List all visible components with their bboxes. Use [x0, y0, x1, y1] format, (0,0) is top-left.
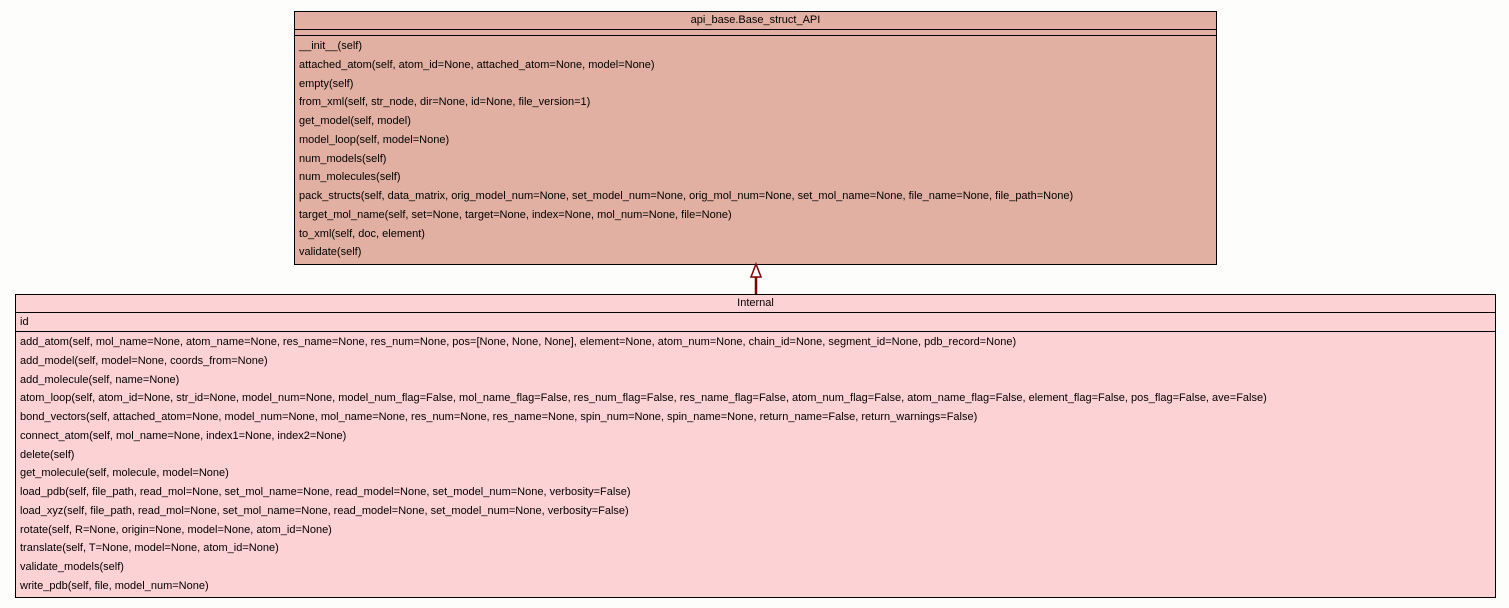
- methods-compartment: add_atom(self, mol_name=None, atom_name=…: [16, 332, 1495, 596]
- method: rotate(self, R=None, origin=None, model=…: [20, 523, 332, 536]
- method: __init__(self): [299, 40, 362, 52]
- inheritance-arrow: [749, 262, 763, 294]
- class-name: Internal: [16, 295, 1495, 313]
- method: attached_atom(self, atom_id=None, attach…: [299, 58, 655, 71]
- method: num_molecules(self): [299, 171, 401, 184]
- method: delete(self): [20, 448, 75, 461]
- method: add_model(self, model=None, coords_from=…: [20, 354, 268, 367]
- method: target_mol_name(self, set=None, target=N…: [299, 208, 732, 221]
- methods-compartment: __init__(self) attached_atom(self, atom_i…: [295, 36, 1216, 262]
- generalization-arrowhead-icon: [749, 262, 763, 278]
- method: validate(self): [299, 246, 362, 259]
- method: bond_vectors(self, attached_atom=None, m…: [20, 411, 978, 423]
- class-name: api_base.Base_struct_API: [295, 12, 1216, 30]
- attributes-compartment: id: [16, 313, 1495, 332]
- method: get_molecule(self, molecule, model=None): [20, 467, 229, 480]
- method: load_xyz(self, file_path, read_mol=None,…: [20, 504, 629, 517]
- method: connect_atom(self, mol_name=None, index1…: [20, 429, 347, 442]
- method: write_pdb(self, file, model_num=None): [20, 579, 209, 592]
- method: pack_structs(self, data_matrix, orig_mod…: [299, 190, 1074, 202]
- method: from_xml(self, str_node, dir=None, id=No…: [299, 96, 591, 109]
- class-base-struct-api[interactable]: api_base.Base_struct_API __init__(self)a…: [294, 11, 1217, 265]
- class-internal[interactable]: Internal id add_atom(self, mol_name=None…: [15, 294, 1496, 598]
- method: model_loop(self, model=None): [299, 133, 450, 146]
- method: translate(self, T=None, model=None, atom…: [20, 542, 279, 555]
- method: load_pdb(self, file_path, read_mol=None,…: [20, 486, 631, 498]
- method: add_atom(self, mol_name=None, atom_name=…: [20, 336, 1017, 348]
- method: empty(self): [299, 77, 354, 90]
- attribute: id: [20, 316, 29, 328]
- method: validate_models(self): [20, 561, 124, 573]
- method: atom_loop(self, atom_id=None, str_id=Non…: [20, 392, 1267, 405]
- method: get_model(self, model): [299, 115, 411, 127]
- attributes-compartment: [295, 30, 1216, 36]
- method: add_molecule(self, name=None): [20, 373, 180, 386]
- method: num_models(self): [299, 152, 387, 165]
- method: to_xml(self, doc, element): [299, 227, 425, 240]
